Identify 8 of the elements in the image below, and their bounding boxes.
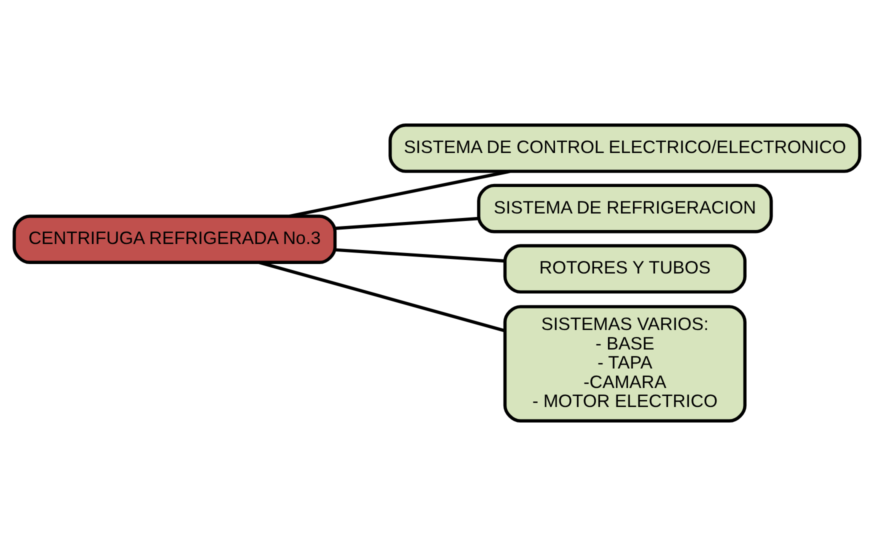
connector — [334, 216, 479, 230]
node-box: SISTEMA DE REFRIGERACION — [477, 184, 773, 234]
connector — [334, 248, 505, 263]
node-box: SISTEMAS VARIOS: - BASE - TAPA -CAMARA - MOTOR ELECTRICO — [503, 305, 747, 422]
node-box: CENTRIFUGA REFRIGERADA No.3 — [12, 214, 337, 264]
node-box: ROTORES Y TUBOS — [503, 244, 747, 294]
node-box: SISTEMA DE CONTROL ELECTRICO/ELECTRONICO — [388, 124, 862, 173]
connector — [258, 260, 506, 332]
